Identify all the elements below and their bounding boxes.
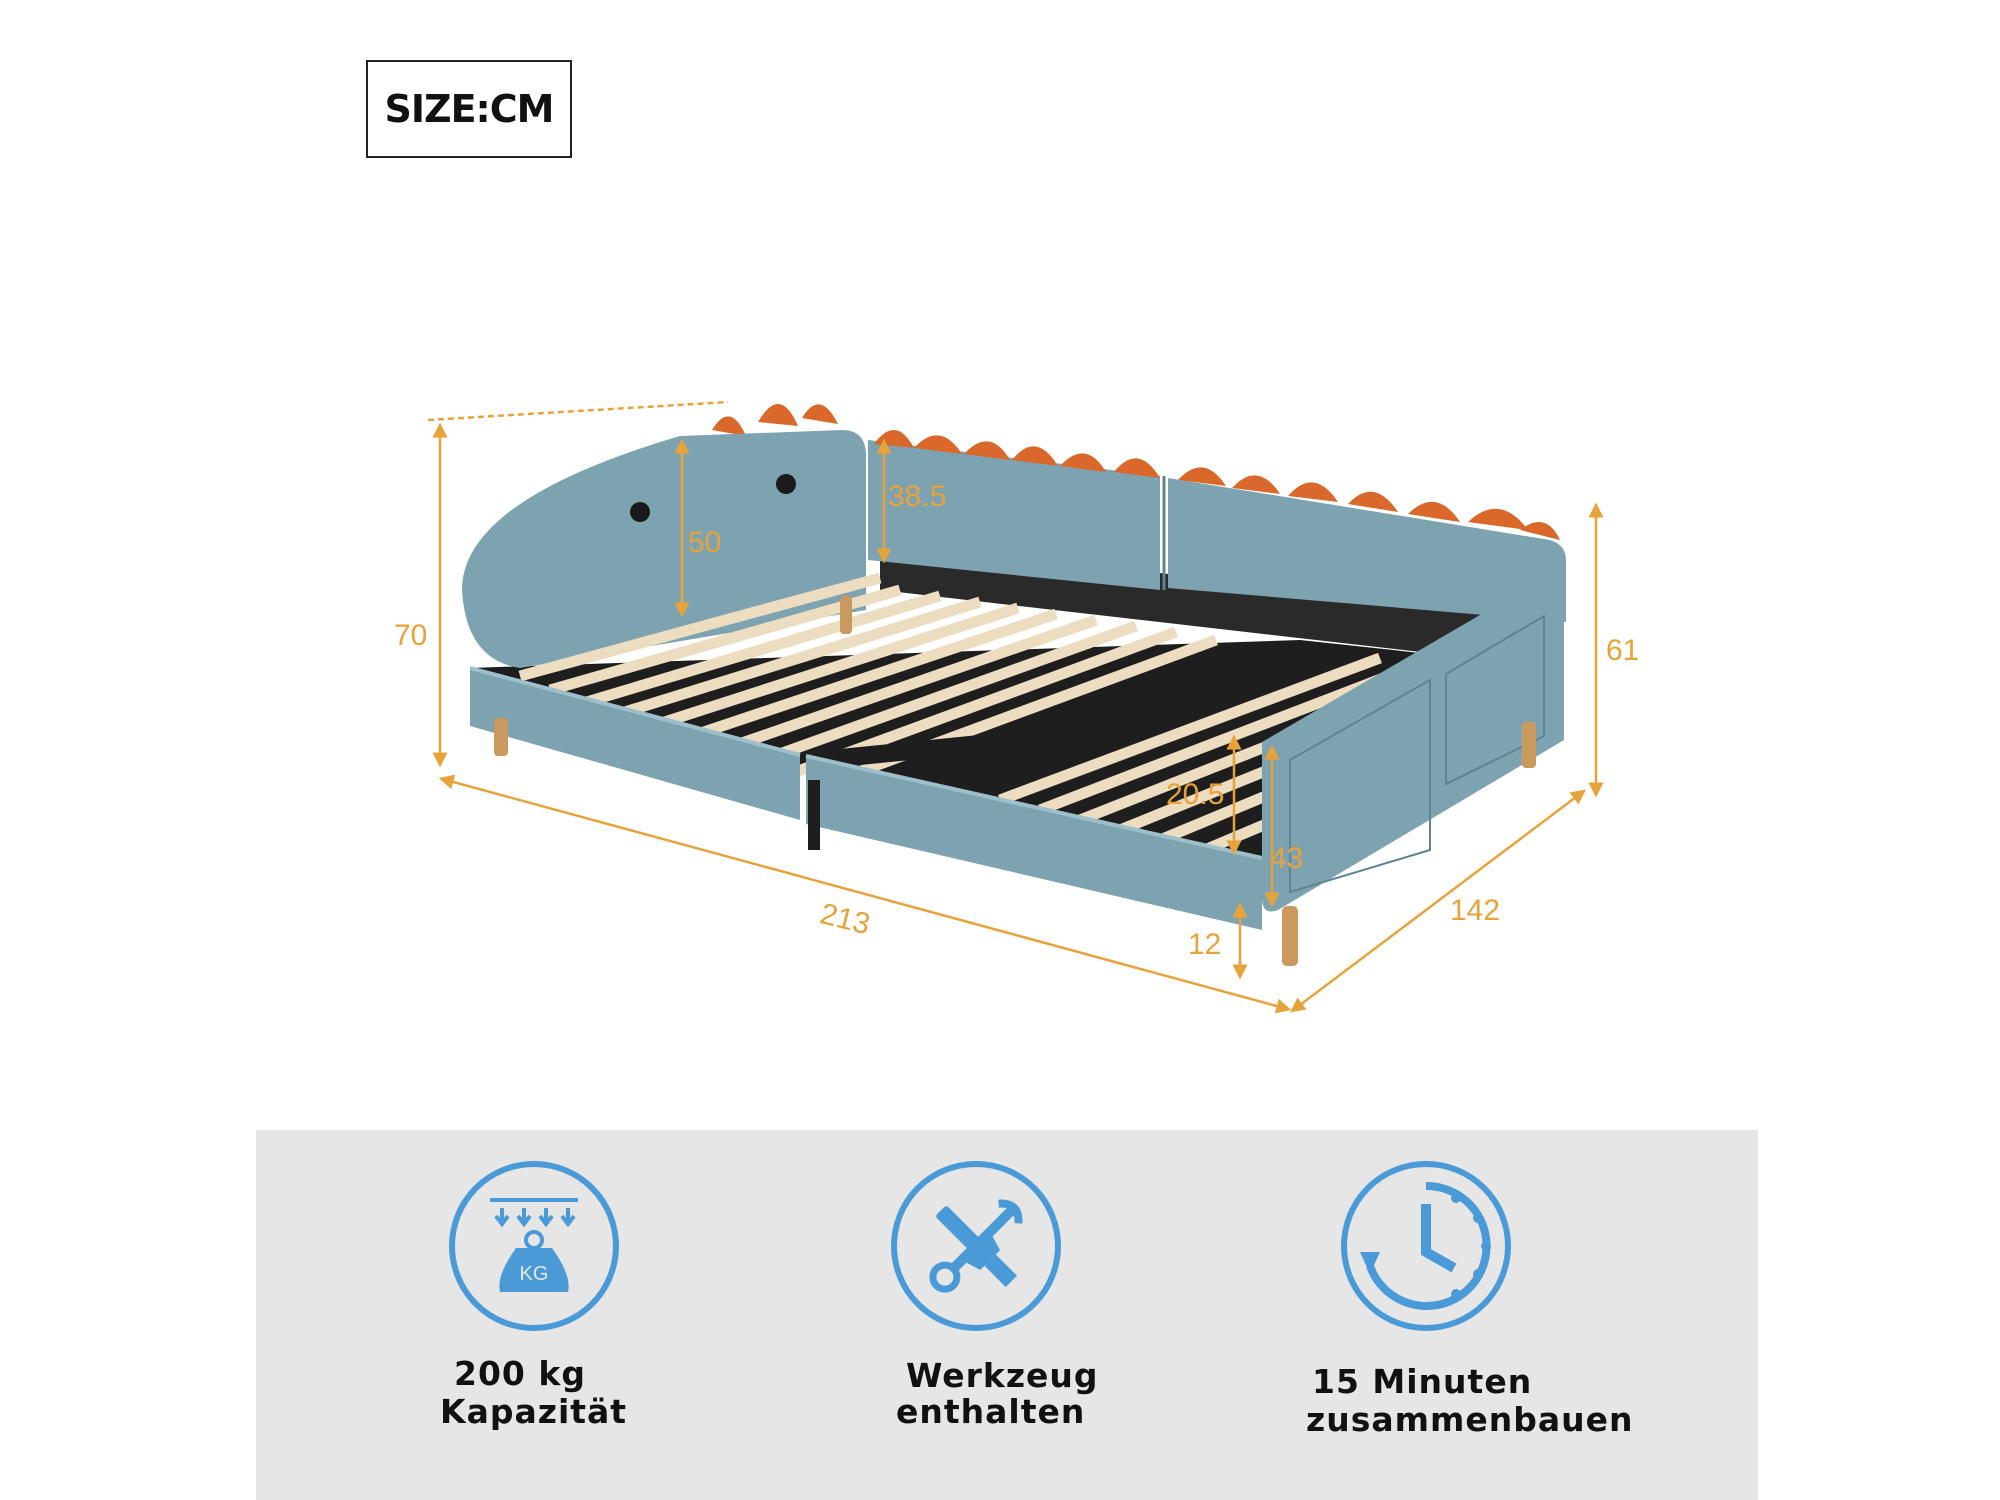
weight-icon: KG [449,1161,619,1331]
headboard-eye-left [630,502,650,522]
tools-icon [891,1161,1061,1331]
weight-icon-label: KG [520,1263,549,1285]
center-support-beam [819,733,1001,769]
features-panel: KG 200 kg Kapazität Werkzeug enthalten [256,1130,1758,1500]
dim-backrest-height: 38.5 [888,480,946,513]
dim-total-height: 70 [394,619,427,652]
feature-tools: Werkzeug enthalten [891,1130,1296,1500]
dim-leg-height: 12 [1188,928,1221,961]
dim-frame-height: 43 [1270,842,1303,875]
dinosaur-spikes [712,403,1560,540]
feature-capacity: KG 200 kg Kapazität [440,1130,844,1500]
dim-headboard-height: 50 [688,526,721,559]
feature-capacity-line1: 200 kg [454,1354,586,1393]
dim-rail-height: 20.5 [1166,778,1224,811]
feature-assembly-line1: 15 Minuten [1312,1362,1533,1401]
feature-capacity-line2: Kapazität [440,1392,628,1431]
bed-backrest [868,440,1566,622]
dimension-lines [427,400,1604,1014]
feature-assembly: 15 Minuten zusammenbauen [1306,1130,1746,1500]
feature-assembly-line2: zusammenbauen [1306,1400,1634,1439]
headboard-eye-right [776,474,796,494]
feature-tools-line2: enthalten [896,1392,1086,1431]
bed-dimension-figure: 70 50 38.5 61 20.5 43 12 213 142 [394,400,1639,1014]
clock-icon [1341,1161,1511,1331]
feature-tools-line1: Werkzeug [906,1356,1099,1395]
dim-footboard-height: 61 [1606,634,1639,667]
dim-width: 142 [1450,894,1500,927]
size-label: SIZE:CM [366,60,572,158]
dim-length: 213 [817,897,874,941]
